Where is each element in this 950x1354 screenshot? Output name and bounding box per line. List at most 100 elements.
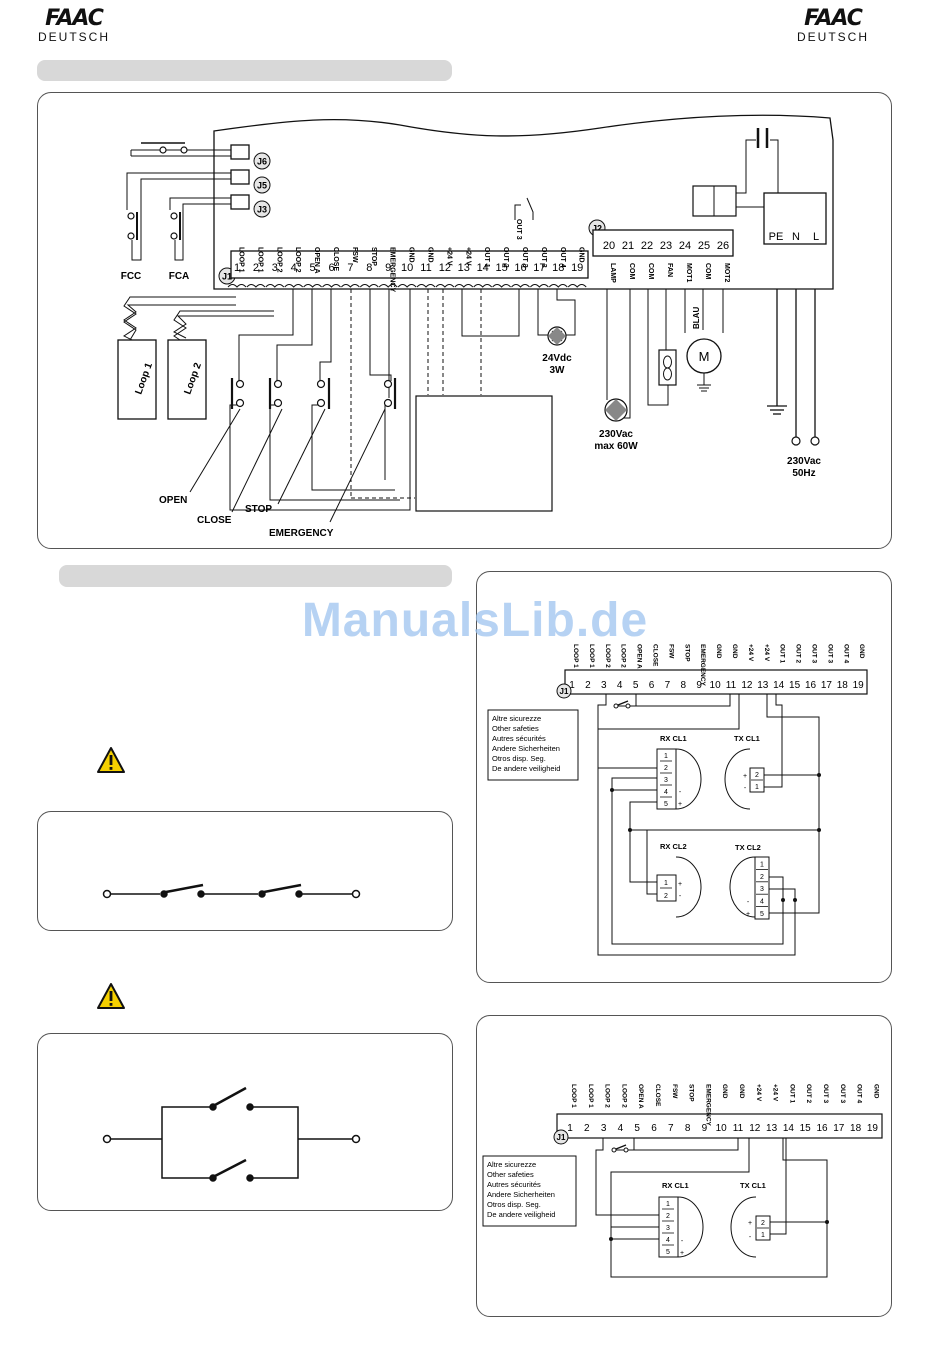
j1-terminal-label: FSW xyxy=(351,247,358,263)
j1-terminal-number: 5 xyxy=(634,1123,640,1134)
j1-terminal-label: LOOP 1 xyxy=(587,1084,594,1108)
pin-number: 2 xyxy=(760,874,764,881)
terminal-screw xyxy=(246,284,266,288)
rx-cl2-label: RX CL2 xyxy=(660,842,687,851)
j1-terminal-number: 14 xyxy=(783,1123,795,1134)
parallel-contacts-panel xyxy=(37,1033,453,1211)
j1-terminal-number: 8 xyxy=(681,680,687,691)
j1-terminal-label: GND xyxy=(427,247,434,263)
label-lamp-60w: max 60W xyxy=(594,441,638,452)
j1-terminal-number: 5 xyxy=(310,262,316,274)
connector-label: J1 xyxy=(557,1133,566,1142)
terminal-screw xyxy=(397,284,417,288)
label-button-close: CLOSE xyxy=(197,515,232,526)
other-safeties-line: Other safeties xyxy=(487,1170,534,1179)
pin-number: 3 xyxy=(760,886,764,893)
other-safeties-line: De andere veiligheid xyxy=(492,764,560,773)
j1-terminal-number: 15 xyxy=(789,680,801,691)
terminal-screw xyxy=(473,284,493,288)
connector-badge xyxy=(556,683,572,699)
other-safeties-line: Otros disp. Seg. xyxy=(492,754,546,763)
j1-terminal-number: 19 xyxy=(853,680,865,691)
pin-number: 4 xyxy=(664,789,668,796)
j1-terminal-number: 10 xyxy=(401,262,413,274)
terminal-screw xyxy=(435,284,455,288)
terminal-screw xyxy=(322,284,341,288)
j1-terminal-label: OUT 1 xyxy=(788,1084,795,1104)
logo-language: DEUTSCH xyxy=(797,30,870,44)
pin-number: 1 xyxy=(664,753,668,760)
section-bar-top xyxy=(37,60,452,81)
j1-terminal-number: 2 xyxy=(584,1123,590,1134)
j1-terminal-label: OUT 1 xyxy=(483,247,490,268)
j1-terminal-number: 13 xyxy=(757,680,769,691)
logo-brand: FAAC xyxy=(804,6,863,31)
j1-terminal-label: LOOP 1 xyxy=(588,644,595,668)
j1-terminal-number: 4 xyxy=(617,680,623,691)
other-safeties-line: Autres sécurités xyxy=(492,734,546,743)
terminal-screw xyxy=(378,284,398,288)
j2-terminal-label: LAMP xyxy=(609,263,616,283)
connector-badge xyxy=(253,152,271,170)
contact-blade xyxy=(617,700,629,706)
label-lamp-230v: 230Vac xyxy=(599,429,633,440)
terminal-screw xyxy=(341,284,360,288)
j1-terminal-number: 2 xyxy=(585,680,591,691)
other-safeties-line: Andere Sicherheiten xyxy=(492,744,560,753)
polarity-mark: + xyxy=(743,773,747,780)
pin-number: 1 xyxy=(755,784,759,791)
pin-number: 5 xyxy=(664,801,668,808)
other-safeties-line: Andere Sicherheiten xyxy=(487,1190,555,1199)
tx-cl1-label: TX CL1 xyxy=(740,1181,766,1190)
series-contacts-panel xyxy=(37,811,453,931)
j1-terminal-label: GND xyxy=(715,644,722,659)
j1-terminal-label: GND xyxy=(578,247,585,263)
j1-terminal-number: 13 xyxy=(458,262,470,274)
connector-label: J6 xyxy=(257,157,267,167)
j1-terminal-number: 16 xyxy=(816,1123,828,1134)
j1-terminal-label: LOOP 2 xyxy=(604,644,611,668)
j1-terminal-number: 1 xyxy=(567,1123,573,1134)
j1-terminal-number: 9 xyxy=(702,1123,708,1134)
terminal-screw xyxy=(359,284,379,288)
polarity-mark: + xyxy=(678,881,682,888)
terminal-screw xyxy=(454,284,474,288)
j1-terminal-label: GND xyxy=(738,1084,745,1099)
connector-badge xyxy=(553,1129,569,1145)
j1-terminal-label: OPEN A xyxy=(313,247,320,274)
pin-number: 4 xyxy=(666,1237,670,1244)
warning-icon xyxy=(97,747,125,773)
j1-terminal-number: 15 xyxy=(800,1123,812,1134)
j1-terminal-label: +24 V xyxy=(445,247,452,266)
polarity-mark: - xyxy=(679,789,682,796)
j1-terminal-number: 19 xyxy=(571,262,583,274)
terminal-screw xyxy=(492,284,511,288)
j1-terminal-label: FSW xyxy=(671,1084,678,1099)
faac-logo-left: FAAC DEUTSCH xyxy=(38,8,110,45)
other-safeties-line: Altre sicurezze xyxy=(492,714,541,723)
j1-terminal-number: 3 xyxy=(601,680,607,691)
j1-terminal-number: 15 xyxy=(495,262,507,274)
terminal-screw xyxy=(227,284,247,288)
j2-terminal-number: 22 xyxy=(641,240,653,252)
j1-terminal-label: OUT 2 xyxy=(795,644,802,664)
j1-terminal-label: CLOSE xyxy=(332,247,339,271)
connector-badge xyxy=(253,200,271,218)
j1-terminal-label: +24 V xyxy=(763,644,770,662)
j1-terminal-number: 5 xyxy=(633,680,639,691)
j1-terminal-number: 8 xyxy=(366,262,372,274)
other-safeties-line: Altre sicurezze xyxy=(487,1160,536,1169)
pin-number: 4 xyxy=(760,899,764,906)
j2-terminal-label: COM xyxy=(704,263,711,280)
j1-terminal-label: OUT 4 xyxy=(842,644,849,664)
j1-terminal-number: 9 xyxy=(385,262,391,274)
safety-panel-one-pair xyxy=(476,1015,892,1317)
polarity-mark: - xyxy=(744,785,747,792)
j1-terminal-label: OUT 2 xyxy=(805,1084,812,1104)
polarity-mark: - xyxy=(679,893,682,900)
j9-label-pe: PE xyxy=(769,231,784,243)
j2-terminal-label: COM xyxy=(628,263,635,280)
pin-number: 2 xyxy=(666,1213,670,1220)
j1-terminal-number: 13 xyxy=(766,1123,778,1134)
j1-terminal-number: 12 xyxy=(741,680,753,691)
